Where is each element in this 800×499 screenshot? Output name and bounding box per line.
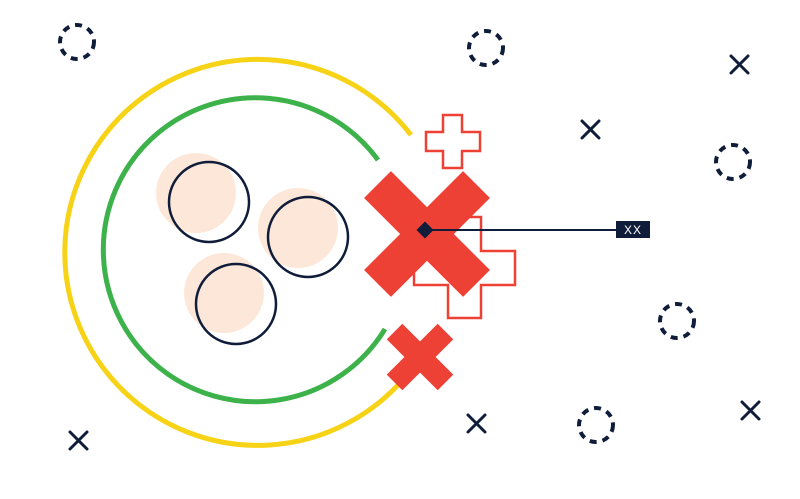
x-sparkle-icon — [729, 54, 750, 75]
dashed-circle-icon — [58, 23, 96, 61]
cell-group — [156, 153, 350, 346]
x-sparkle-icon — [580, 119, 601, 140]
sparkle-group — [68, 54, 761, 451]
dashed-circle-icon — [467, 29, 505, 67]
callout-label-box — [616, 221, 650, 238]
callout-marker — [416, 221, 434, 239]
dashed-circle-icon — [577, 406, 615, 444]
x-sparkle-icon — [740, 400, 761, 421]
background-decorations — [58, 23, 752, 444]
x-sparkle-icon — [68, 430, 89, 451]
callout: XX — [416, 221, 650, 239]
cell — [258, 188, 350, 279]
outer-ring — [62, 56, 413, 448]
plus-outline-icon — [424, 113, 482, 170]
cell — [184, 253, 278, 346]
dashed-circle-icon — [714, 143, 752, 181]
x-cross-icon — [386, 323, 454, 391]
plus-outline-icon — [412, 215, 517, 320]
callout-label: XX — [624, 223, 642, 237]
x-sparkle-icon — [466, 413, 487, 434]
cell — [156, 153, 251, 244]
inner-ring — [100, 95, 388, 405]
dashed-circle-icon — [658, 302, 696, 340]
